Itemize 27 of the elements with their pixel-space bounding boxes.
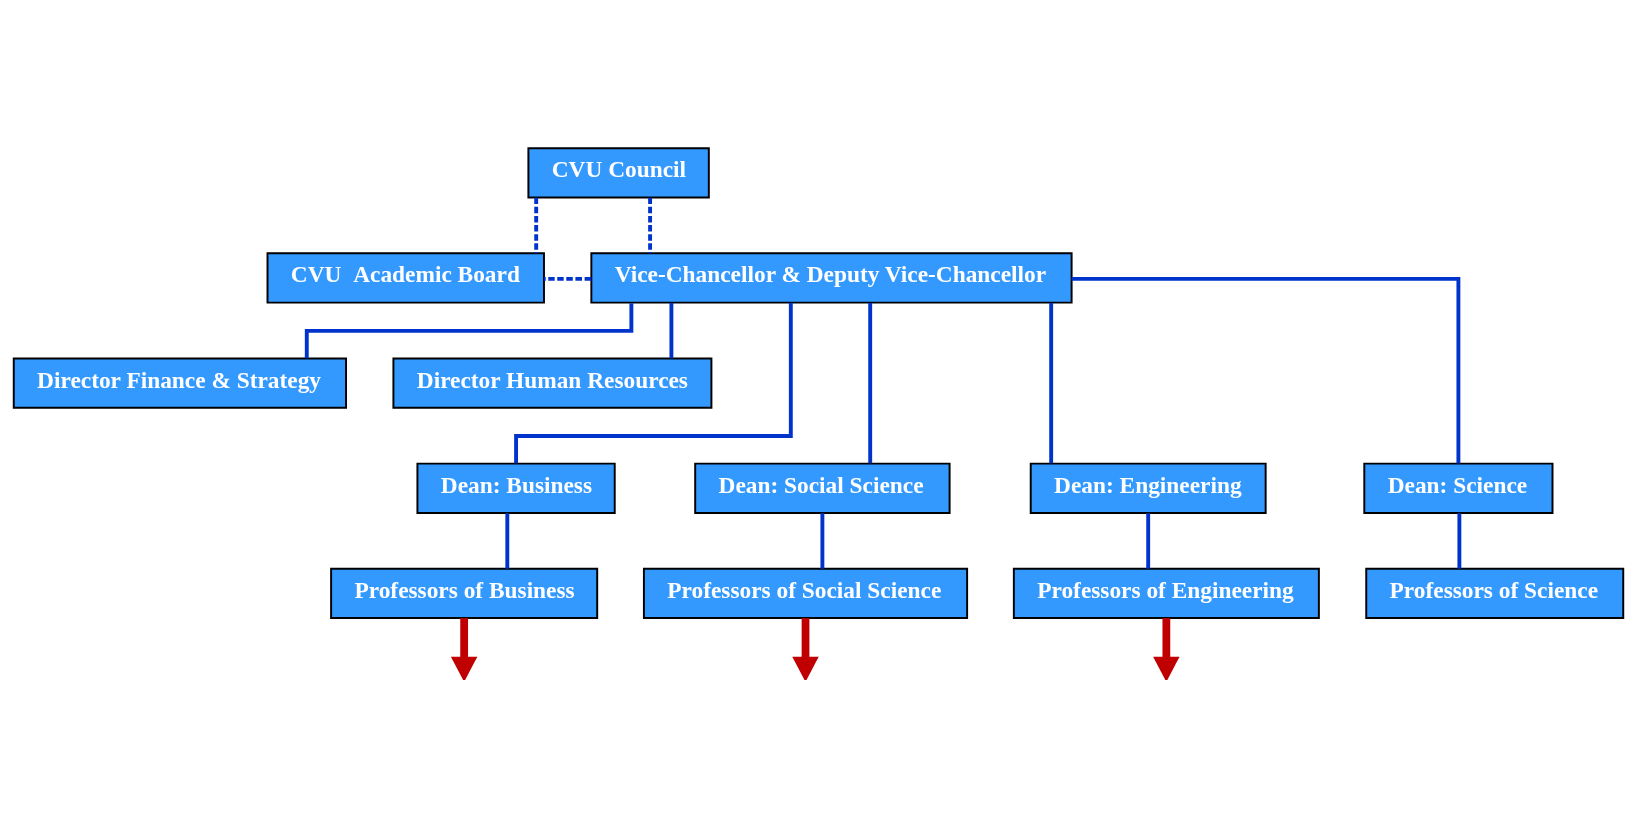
arrow bbox=[1153, 617, 1180, 680]
node-box: Professors of Social Science bbox=[642, 567, 969, 619]
connector bbox=[544, 276, 592, 281]
arrow bbox=[450, 617, 478, 680]
node-box: CVU Council bbox=[527, 146, 710, 198]
node-box: Director Human Resources bbox=[392, 357, 713, 409]
node-box: Vice-Chancellor & Deputy Vice-Chancellor bbox=[590, 251, 1073, 304]
node-box: Dean: Social Science bbox=[694, 462, 951, 514]
connector bbox=[1071, 276, 1461, 463]
connector bbox=[669, 302, 674, 358]
connector bbox=[534, 197, 539, 253]
connector bbox=[820, 512, 825, 569]
node-box: Dean: Business bbox=[416, 462, 616, 514]
node-box: CVU Academic Board bbox=[266, 251, 545, 304]
connector bbox=[648, 197, 653, 253]
connector bbox=[868, 302, 873, 463]
connector bbox=[505, 512, 510, 569]
node-box: Dean: Science bbox=[1363, 462, 1554, 514]
arrow bbox=[792, 617, 819, 680]
connector bbox=[1146, 512, 1151, 569]
node-box: Professors of Engineering bbox=[1012, 567, 1320, 619]
connector bbox=[1049, 302, 1054, 463]
node-box: Professors of Science bbox=[1365, 567, 1625, 619]
node-box: Professors of Business bbox=[330, 567, 599, 619]
node-box: Director Finance & Strategy bbox=[12, 357, 347, 409]
connector bbox=[1457, 512, 1462, 569]
node-box: Dean: Engineering bbox=[1029, 462, 1267, 514]
